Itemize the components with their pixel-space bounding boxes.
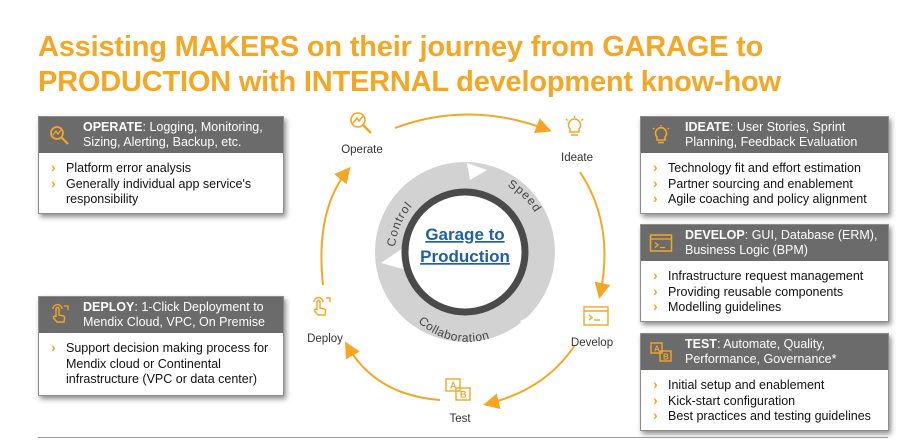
list-item: Modelling guidelines	[653, 299, 878, 316]
arrow-test-deploy	[345, 341, 441, 401]
deploy-card-subtitle: : 1-Click Deployment to Mendix Cloud, VP…	[83, 300, 266, 329]
node-label-ideate: Ideate	[561, 152, 593, 164]
touch-deploy-icon	[313, 296, 331, 316]
develop-card-title: DEVELOP	[685, 228, 745, 242]
svg-text:A: A	[450, 381, 457, 391]
operate-card-subtitle: : Logging, Monitoring, Sizing, Alerting,…	[83, 120, 263, 149]
arrow-operate-ideate	[394, 113, 552, 134]
svg-text:A: A	[654, 345, 660, 354]
arrow-develop-test	[483, 344, 576, 409]
list-item: Infrastructure request management	[653, 268, 878, 285]
list-item: Providing reusable components	[653, 284, 878, 301]
operate-card-title: OPERATE	[83, 120, 143, 134]
node-label-operate: Operate	[341, 144, 383, 156]
deploy-card-list: Support decision making process for Mend…	[39, 333, 283, 396]
node-label-deploy: Deploy	[307, 333, 343, 345]
lightbulb-icon	[565, 116, 584, 136]
center-title-line1[interactable]: Garage to	[425, 225, 504, 244]
list-item: Generally individual app service's respo…	[51, 176, 273, 208]
bottom-divider	[38, 437, 888, 438]
list-item: Agile coaching and policy alignment	[653, 191, 878, 208]
develop-card-subtitle: : GUI, Database (ERM), Business Logic (B…	[685, 228, 878, 257]
list-item: Kick-start configuration	[653, 393, 878, 410]
node-label-develop: Develop	[570, 337, 614, 349]
operate-card-list: Platform error analysis Generally indivi…	[39, 153, 283, 216]
arrow-deploy-operate	[320, 166, 351, 286]
touch-deploy-icon	[43, 303, 75, 327]
operate-card-header: OPERATE: Logging, Monitoring, Sizing, Al…	[39, 117, 283, 153]
develop-card: DEVELOP: GUI, Database (ERM), Business L…	[640, 224, 889, 322]
svg-text:B: B	[663, 353, 669, 362]
operate-card: OPERATE: Logging, Monitoring, Sizing, Al…	[38, 116, 284, 214]
node-label-test: Test	[449, 413, 471, 425]
chart-magnifier-icon	[43, 124, 75, 146]
develop-card-list: Infrastructure request management Provid…	[641, 261, 888, 324]
page-title: Assisting MAKERS on their journey from G…	[38, 31, 781, 98]
ideate-card: IDEATE: User Stories, Sprint Planning, F…	[640, 116, 889, 214]
ideate-card-list: Technology fit and effort estimation Par…	[641, 153, 888, 216]
ab-test-icon: A B	[445, 378, 471, 401]
ideate-card-title: IDEATE	[685, 120, 730, 134]
cycle-arrows	[320, 113, 611, 409]
ideate-card-subtitle: : User Stories, Sprint Planning, Feedbac…	[685, 120, 858, 149]
list-item: Partner sourcing and enablement	[653, 176, 878, 193]
center-title-line2[interactable]: Production	[420, 247, 510, 266]
test-card-subtitle: : Automate, Quality, Performance, Govern…	[685, 337, 837, 366]
lightbulb-icon	[645, 124, 677, 146]
deploy-card-header: DEPLOY: 1-Click Deployment to Mendix Clo…	[39, 297, 283, 333]
arrow-ideate-develop	[579, 171, 611, 299]
center-ring	[375, 162, 555, 342]
svg-text:B: B	[460, 390, 467, 400]
terminal-window-icon	[583, 306, 609, 326]
list-item: Support decision making process for Mend…	[51, 340, 273, 388]
chart-magnifier-icon	[350, 112, 372, 134]
list-item: Technology fit and effort estimation	[653, 160, 878, 177]
deploy-card: DEPLOY: 1-Click Deployment to Mendix Clo…	[38, 296, 284, 396]
list-item: Best practices and testing guidelines	[653, 408, 878, 425]
list-item: Platform error analysis	[51, 160, 273, 177]
terminal-window-icon	[645, 233, 677, 253]
list-item: Initial setup and enablement	[653, 377, 878, 394]
test-card-list: Initial setup and enablement Kick-start …	[641, 370, 888, 433]
deploy-card-title: DEPLOY	[83, 300, 135, 314]
develop-card-header: DEVELOP: GUI, Database (ERM), Business L…	[641, 225, 888, 261]
test-card-title: TEST	[685, 337, 717, 351]
ideate-card-header: IDEATE: User Stories, Sprint Planning, F…	[641, 117, 888, 153]
